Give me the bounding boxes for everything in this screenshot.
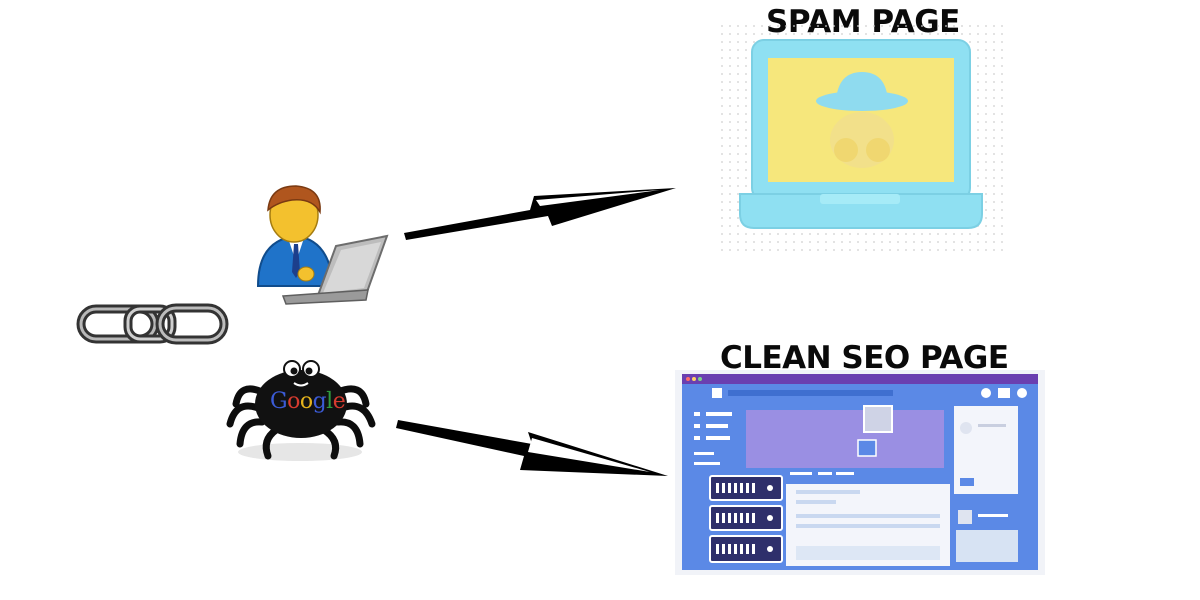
server-rack-icon bbox=[709, 475, 783, 563]
chain-link-icon bbox=[76, 303, 229, 345]
google-letter: g bbox=[312, 389, 327, 414]
spam-page-laptop bbox=[715, 22, 1005, 252]
google-letter: e bbox=[332, 389, 346, 414]
arrow-to-spam-page bbox=[404, 188, 676, 240]
google-letter: o bbox=[299, 389, 313, 414]
google-letter: l bbox=[326, 389, 333, 414]
google-letter: o bbox=[287, 389, 300, 414]
google-spider-icon bbox=[226, 360, 376, 461]
google-letter: G bbox=[270, 389, 288, 414]
user-at-laptop-icon bbox=[256, 185, 389, 305]
clean-seo-page-mockup bbox=[675, 370, 1045, 575]
google-logo-text: Google bbox=[270, 389, 346, 414]
arrow-to-clean-page bbox=[396, 420, 668, 476]
